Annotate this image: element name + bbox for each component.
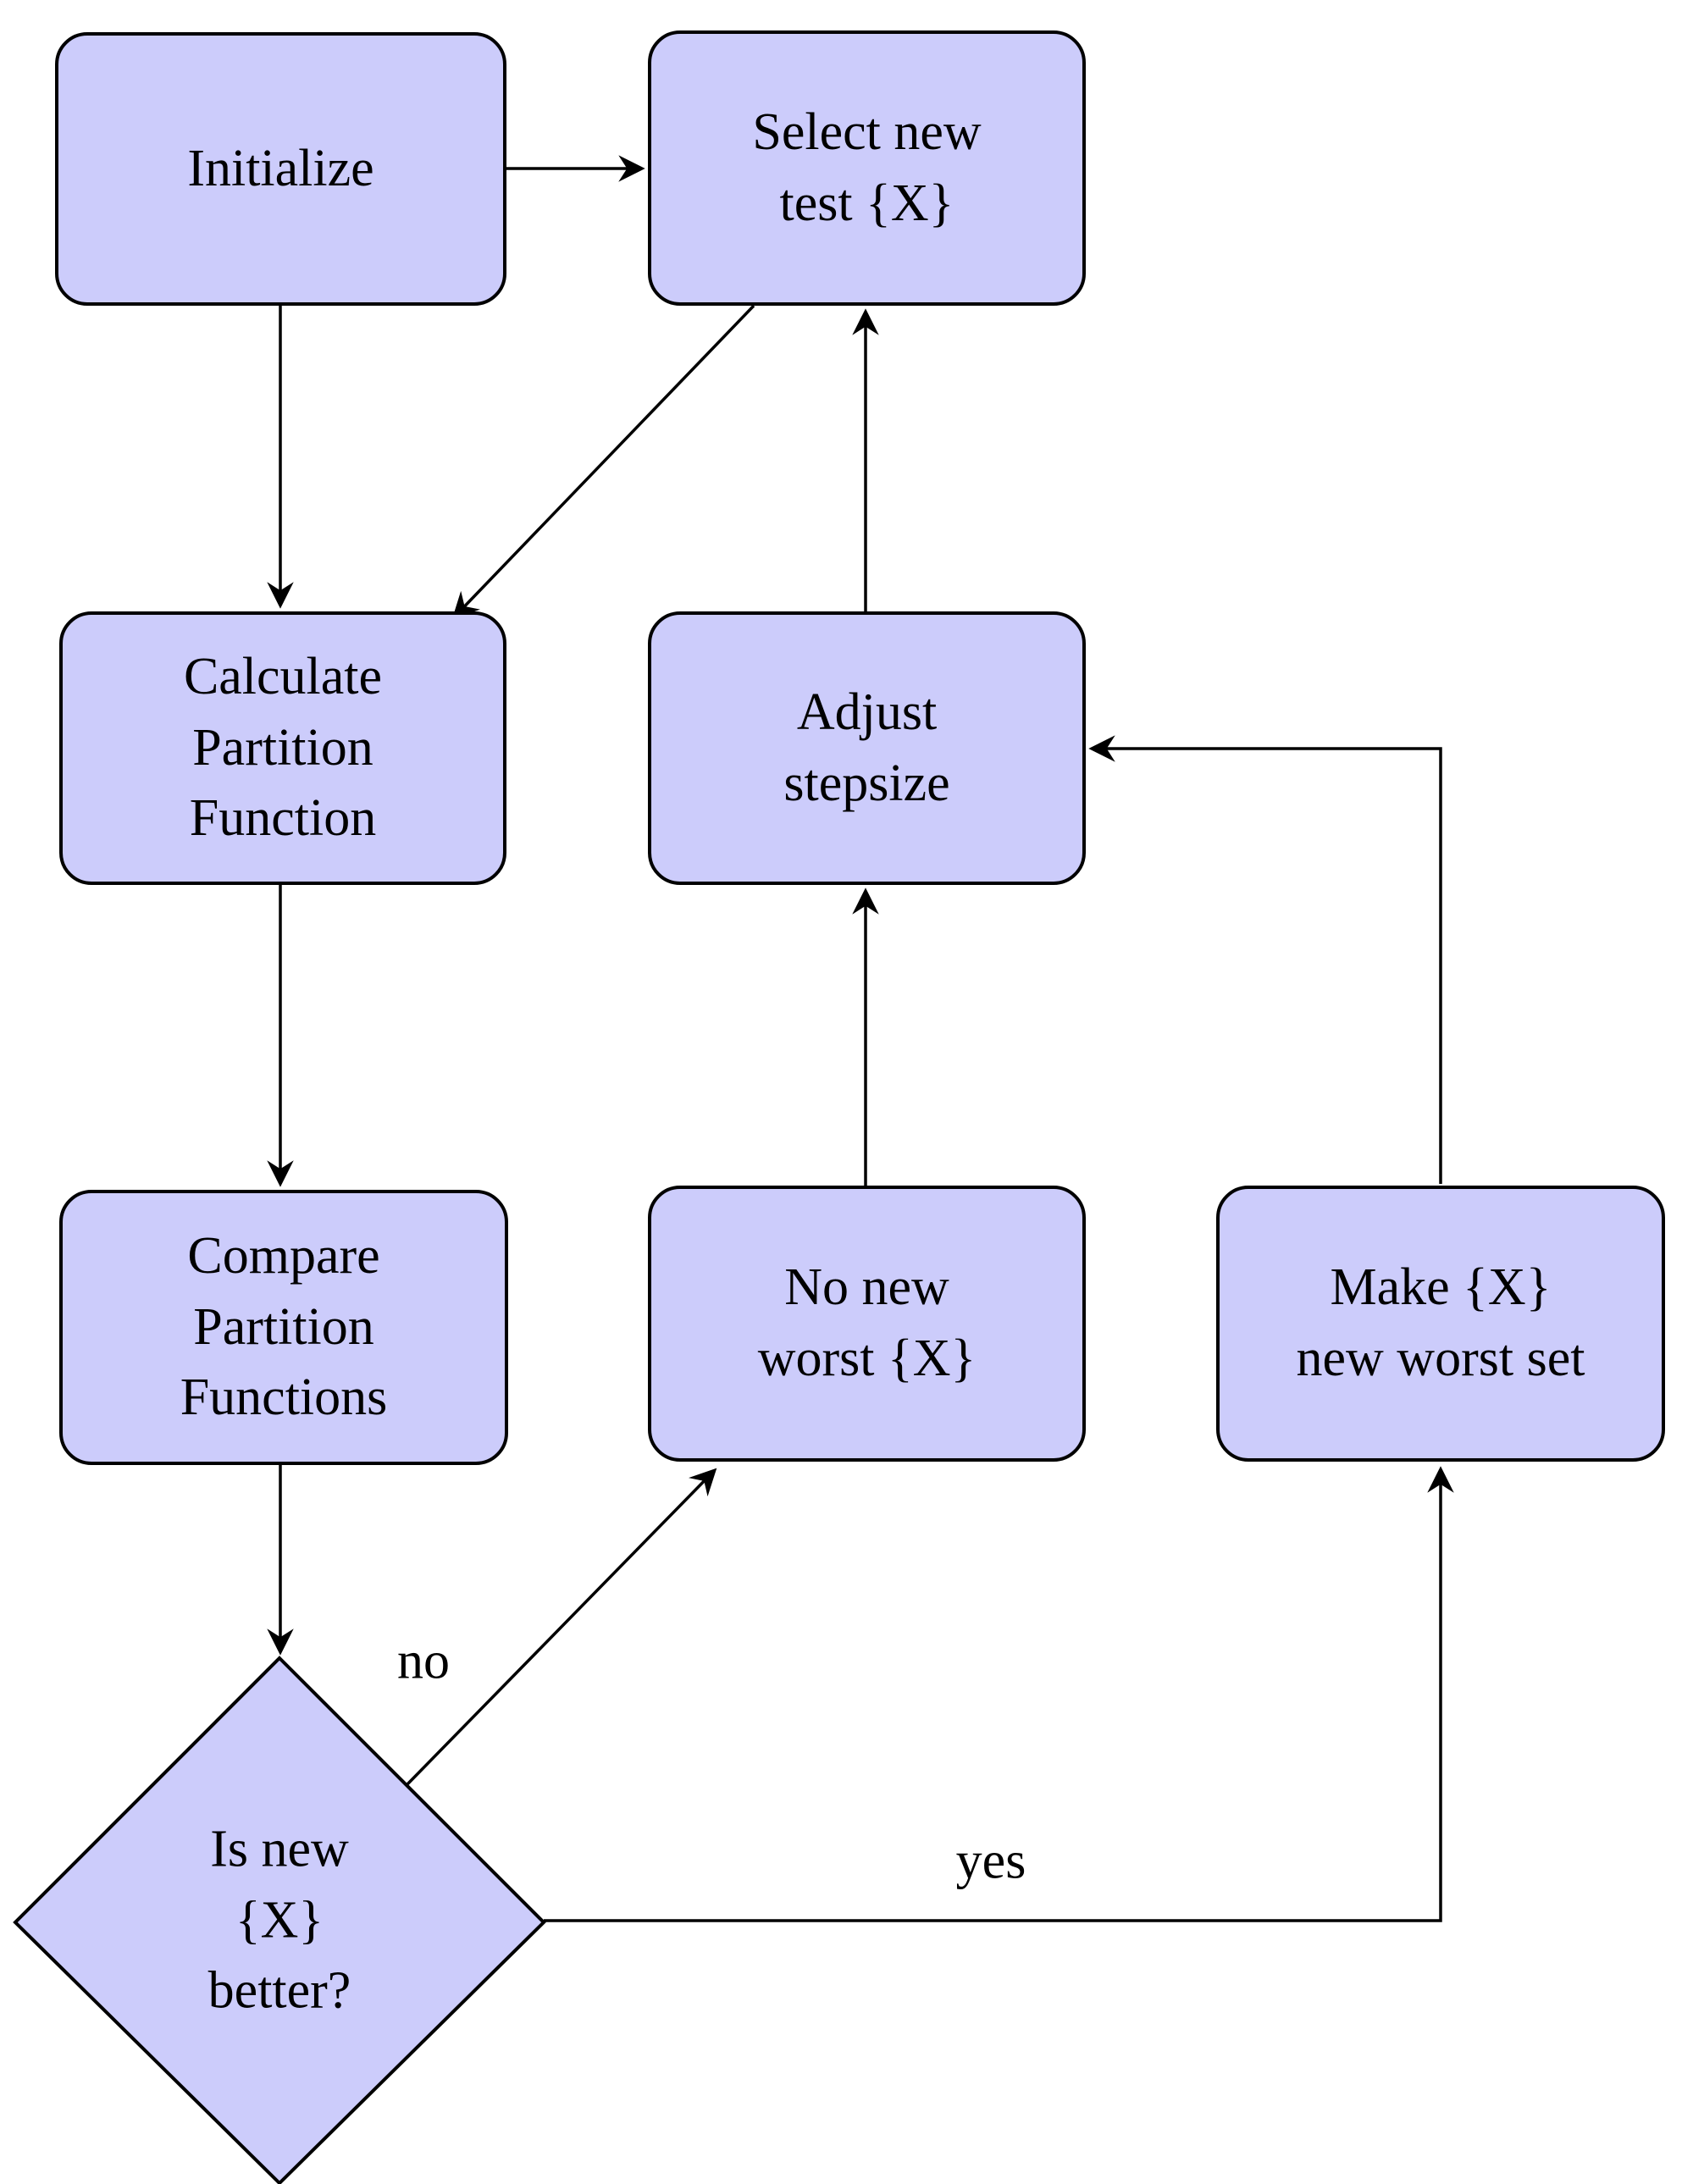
node-calculate-partition-function-label: Calculate Partition Function <box>183 647 383 848</box>
decision-diamond-label: Is new {X} better? <box>207 1820 351 2020</box>
node-adjust-stepsize-label: Adjust stepsize <box>783 683 950 812</box>
node-no-new-worst: No new worst {X} <box>648 1186 1086 1462</box>
node-make-new-worst-set: Make {X} new worst set <box>1216 1186 1665 1462</box>
edge-label-no: no <box>397 1632 450 1690</box>
node-initialize-label: Initialize <box>187 139 374 197</box>
arrow-select-to-calculate <box>451 304 755 620</box>
decision-diamond-shape <box>13 1656 546 2184</box>
node-make-new-worst-set-label: Make {X} new worst set <box>1296 1258 1585 1387</box>
arrow-decision-no-to-noworst <box>405 1468 717 1787</box>
arrow-decision-yes-to-make-worst <box>544 1466 1454 1922</box>
node-select-new-test-label: Select new test {X} <box>752 102 982 232</box>
node-calculate-partition-function: Calculate Partition Function <box>59 611 506 885</box>
node-compare-partition-functions-label: Compare Partition Functions <box>180 1226 388 1427</box>
node-no-new-worst-label: No new worst {X} <box>757 1258 977 1387</box>
node-select-new-test: Select new test {X} <box>648 30 1086 306</box>
node-compare-partition-functions: Compare Partition Functions <box>59 1190 508 1465</box>
node-adjust-stepsize: Adjust stepsize <box>648 611 1086 885</box>
edge-label-yes: yes <box>955 1832 1026 1890</box>
arrow-make-worst-to-adjust <box>1088 735 1442 1184</box>
node-initialize: Initialize <box>55 32 506 306</box>
